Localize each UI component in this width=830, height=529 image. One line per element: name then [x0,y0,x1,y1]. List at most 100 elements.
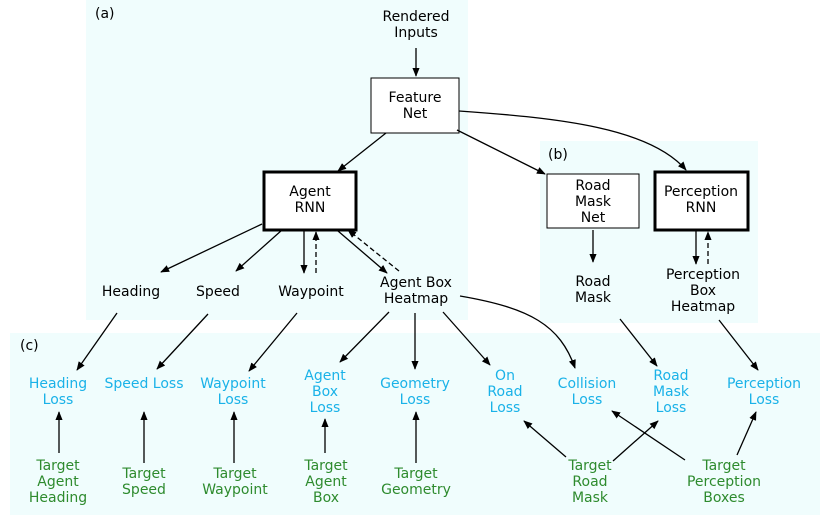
panel-b [540,141,758,323]
label-line: Target [35,458,80,474]
label-line: Net [403,106,428,122]
label-line: Mask [653,384,690,400]
label-line: Agent [304,368,346,384]
label-line: Agent Box [380,275,452,291]
label-line: Target [567,458,612,474]
label-line: Target [303,458,348,474]
feature-net-box [370,77,460,134]
edges [55,48,759,463]
edge-roadmask-roadmaskloss [619,318,658,367]
label-line: RNN [686,200,717,216]
edge-targetroadmask-onroad [523,420,567,458]
label-line: Road [575,274,610,290]
edge-heading-loss [76,312,118,371]
label-line: Geometry [381,482,451,498]
label-line: Rendered [382,9,449,25]
label-line: Loss [218,392,249,408]
label-line: Road [575,178,610,194]
heading-label: Heading [102,284,160,300]
edge-heatmap-agentboxloss [339,311,390,363]
label-line: Perception [727,376,801,392]
label-line: Waypoint [200,376,266,392]
edge-speed-loss [156,313,209,370]
edge-heatmap-agent [347,229,400,272]
label-line: Target [121,466,166,482]
label-line: Agent [289,184,331,200]
label-line: Loss [572,392,603,408]
edge-targetperception-loss [736,411,757,456]
label-line: Box [312,384,338,400]
edge-targetperception-collision [611,410,686,461]
label-line: Target [212,466,257,482]
label-line: Net [581,210,606,226]
label-line: Target [701,458,746,474]
label-line: Waypoint [278,284,344,300]
label-line: Speed [122,482,166,498]
label-line: Road [572,474,607,490]
edge-targetroadmask-roadmaskloss [612,420,659,462]
label-line: Box [313,490,339,506]
label-line: Target [393,466,438,482]
label-line: Heading [29,376,87,392]
label-line: Loss [400,392,431,408]
edge-feature-perception [458,110,687,171]
label-line: Speed Loss [104,376,183,392]
label-line: Boxes [703,490,745,506]
label-line: Loss [310,400,341,416]
label-line: Mask [575,194,612,210]
speed-label: Speed [196,284,240,300]
edge-agent-heading [160,223,263,273]
label-line: Heading [29,490,87,506]
label-line: Perception [664,184,738,200]
label-line: Speed [196,284,240,300]
panel-a [86,0,468,320]
label-line: Loss [749,392,780,408]
edge-waypoint-loss [248,312,298,372]
label-line: Geometry [380,376,450,392]
edge-perceptionheatmap-loss [718,319,759,371]
label-line: Feature [389,90,442,106]
road-mask-net-box [546,173,640,229]
edge-feature-roadmask [456,129,546,175]
label-line: Agent [37,474,79,490]
label-line: Perception [687,474,761,490]
label-line: Agent [305,474,347,490]
speed-loss-label: Speed Loss [104,376,183,392]
edge-agent-speed [235,229,283,272]
label-line: Road [487,384,522,400]
label-line: Box [690,283,716,299]
label-line: Heatmap [384,291,448,307]
panel-a-label: (a) [95,6,115,22]
label-line: Collision [558,376,617,392]
waypoint-label: Waypoint [278,284,344,300]
label-line: Loss [656,400,687,416]
edge-feature-agent [337,132,387,172]
panel-c-label: (c) [20,338,39,354]
edge-agent-heatmap [337,230,388,274]
label-line: Mask [572,490,609,506]
label-line: Heatmap [671,299,735,315]
label-line: Heading [102,284,160,300]
label-line: Road [653,368,688,384]
label-line: Loss [43,392,74,408]
